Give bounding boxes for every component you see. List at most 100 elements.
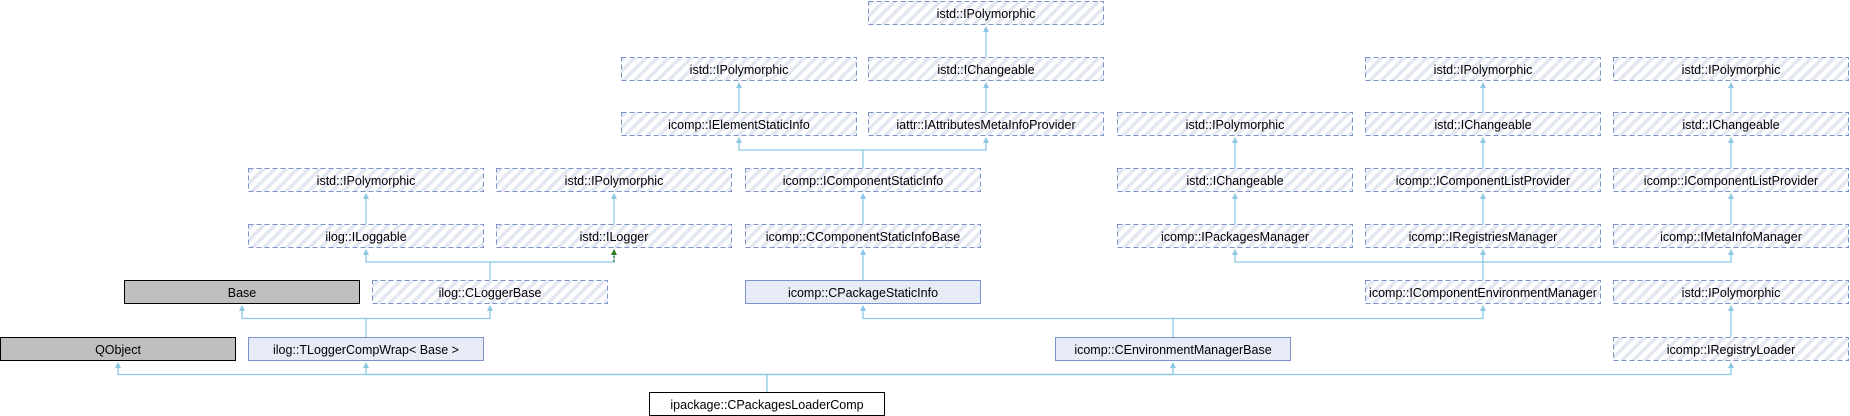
class-label: QObject: [95, 343, 141, 357]
class-box: [1365, 57, 1601, 81]
class-node-base[interactable]: Base: [124, 280, 360, 304]
class-node-poly1c[interactable]: istd::IPolymorphic: [1613, 57, 1849, 81]
class-label: icomp::IRegistryLoader: [1667, 343, 1796, 357]
arrowhead-icon: [1232, 249, 1238, 255]
class-box: [248, 168, 484, 192]
class-label: icomp::IComponentListProvider: [1396, 174, 1570, 188]
edge-line: [241, 309, 366, 320]
class-node-chg2b[interactable]: istd::IChangeable: [1365, 112, 1601, 136]
class-node-ccsib[interactable]: icomp::CComponentStaticInfoBase: [745, 224, 981, 248]
class-label: icomp::IElementStaticInfo: [668, 118, 810, 132]
class-label: istd::IPolymorphic: [1682, 63, 1781, 77]
class-node-elem[interactable]: icomp::IElementStaticInfo: [621, 112, 857, 136]
edge-line: [862, 309, 1173, 320]
class-node-poly1b[interactable]: istd::IPolymorphic: [1365, 57, 1601, 81]
edge-line: [1234, 253, 1483, 263]
arrowhead-icon: [860, 305, 866, 311]
edge-line: [1173, 309, 1484, 320]
class-box: [868, 1, 1104, 25]
arrowhead-icon: [1728, 193, 1734, 199]
arrowhead-icon: [1480, 305, 1486, 311]
arrowhead-icon: [983, 82, 989, 88]
class-label: ilog::TLoggerCompWrap< Base >: [273, 343, 459, 357]
class-label: icomp::CEnvironmentManagerBase: [1074, 343, 1271, 357]
arrowhead-icon: [983, 26, 989, 32]
class-box: [1117, 112, 1353, 136]
edge-line: [767, 366, 1732, 376]
inheritance-edge: [736, 82, 742, 112]
arrowhead-icon: [363, 249, 369, 255]
inheritance-edge: [363, 249, 617, 280]
class-box: [372, 280, 608, 304]
arrowhead-icon: [1232, 137, 1238, 143]
inheritance-edge: [983, 26, 989, 57]
edge-line: [366, 309, 491, 320]
arrowhead-icon: [363, 193, 369, 199]
arrowhead-icon: [487, 305, 493, 311]
inheritance-edge: [1728, 137, 1734, 168]
inheritance-edge: [115, 362, 1734, 392]
class-node-poly5[interactable]: istd::IPolymorphic: [1613, 280, 1849, 304]
arrowhead-icon: [736, 82, 742, 88]
class-node-cemb[interactable]: icomp::CEnvironmentManagerBase: [1055, 337, 1291, 361]
class-node-logger[interactable]: istd::ILogger: [496, 224, 732, 248]
class-label: icomp::CComponentStaticInfoBase: [766, 230, 961, 244]
class-label: iattr::IAttributesMetaInfoProvider: [896, 118, 1075, 132]
class-box: [621, 112, 857, 136]
class-node-cloggerbase[interactable]: ilog::CLoggerBase: [372, 280, 608, 304]
class-node-loggable[interactable]: ilog::ILoggable: [248, 224, 484, 248]
class-box: [1613, 112, 1849, 136]
class-label: istd::IPolymorphic: [1186, 118, 1285, 132]
class-node-main[interactable]: ipackage::CPackagesLoaderComp: [649, 392, 885, 416]
class-node-chg1[interactable]: istd::IChangeable: [868, 57, 1104, 81]
class-label: istd::IPolymorphic: [690, 63, 789, 77]
arrowhead-icon: [983, 137, 989, 143]
class-box: [745, 280, 981, 304]
class-node-metamgr[interactable]: icomp::IMetaInfoManager: [1613, 224, 1849, 248]
edge-line: [365, 366, 767, 376]
class-box: [621, 57, 857, 81]
inheritance-edge: [1232, 193, 1238, 224]
edge-line: [1483, 253, 1732, 263]
arrowhead-icon: [1728, 137, 1734, 143]
class-box: [868, 112, 1104, 136]
class-node-cpsi[interactable]: icomp::CPackageStaticInfo: [745, 280, 981, 304]
class-node-regloader[interactable]: icomp::IRegistryLoader: [1613, 337, 1849, 361]
inheritance-edge: [1480, 193, 1486, 224]
class-node-icem[interactable]: icomp::IComponentEnvironmentManager: [1365, 280, 1601, 304]
class-label: istd::IPolymorphic: [565, 174, 664, 188]
class-label: istd::IPolymorphic: [317, 174, 416, 188]
arrowhead-icon: [363, 362, 369, 368]
class-node-poly0[interactable]: istd::IPolymorphic: [868, 1, 1104, 25]
class-box: [1613, 337, 1849, 361]
class-node-compsi[interactable]: icomp::IComponentStaticInfo: [745, 168, 981, 192]
class-label: icomp::IComponentStaticInfo: [783, 174, 944, 188]
class-node-regmgr[interactable]: icomp::IRegistriesManager: [1365, 224, 1601, 248]
inheritance-edge: [239, 305, 493, 337]
class-node-poly2[interactable]: istd::IPolymorphic: [1117, 112, 1353, 136]
inheritance-edge: [1728, 305, 1734, 337]
class-node-chg2c[interactable]: istd::IChangeable: [1613, 112, 1849, 136]
inheritance-edge: [736, 137, 989, 168]
class-node-qobject[interactable]: QObject: [0, 337, 236, 361]
class-node-chg3[interactable]: istd::IChangeable: [1117, 168, 1353, 192]
arrowhead-icon: [611, 249, 617, 255]
arrowhead-icon: [1480, 193, 1486, 199]
arrowhead-icon: [1728, 362, 1734, 368]
arrowhead-icon: [736, 137, 742, 143]
class-node-clp2[interactable]: icomp::IComponentListProvider: [1613, 168, 1849, 192]
arrowhead-icon: [1170, 362, 1176, 368]
class-node-tlcw[interactable]: ilog::TLoggerCompWrap< Base >: [248, 337, 484, 361]
class-node-attr[interactable]: iattr::IAttributesMetaInfoProvider: [868, 112, 1104, 136]
class-box: [1365, 224, 1601, 248]
arrowhead-icon: [115, 362, 121, 368]
class-node-clp1[interactable]: icomp::IComponentListProvider: [1365, 168, 1601, 192]
class-node-poly3a[interactable]: istd::IPolymorphic: [248, 168, 484, 192]
class-label: istd::ILogger: [580, 230, 649, 244]
edge-line: [117, 366, 767, 376]
class-node-poly3b[interactable]: istd::IPolymorphic: [496, 168, 732, 192]
class-node-pkgmgr[interactable]: icomp::IPackagesManager: [1117, 224, 1353, 248]
class-node-poly1a[interactable]: istd::IPolymorphic: [621, 57, 857, 81]
inheritance-edge: [363, 193, 369, 224]
